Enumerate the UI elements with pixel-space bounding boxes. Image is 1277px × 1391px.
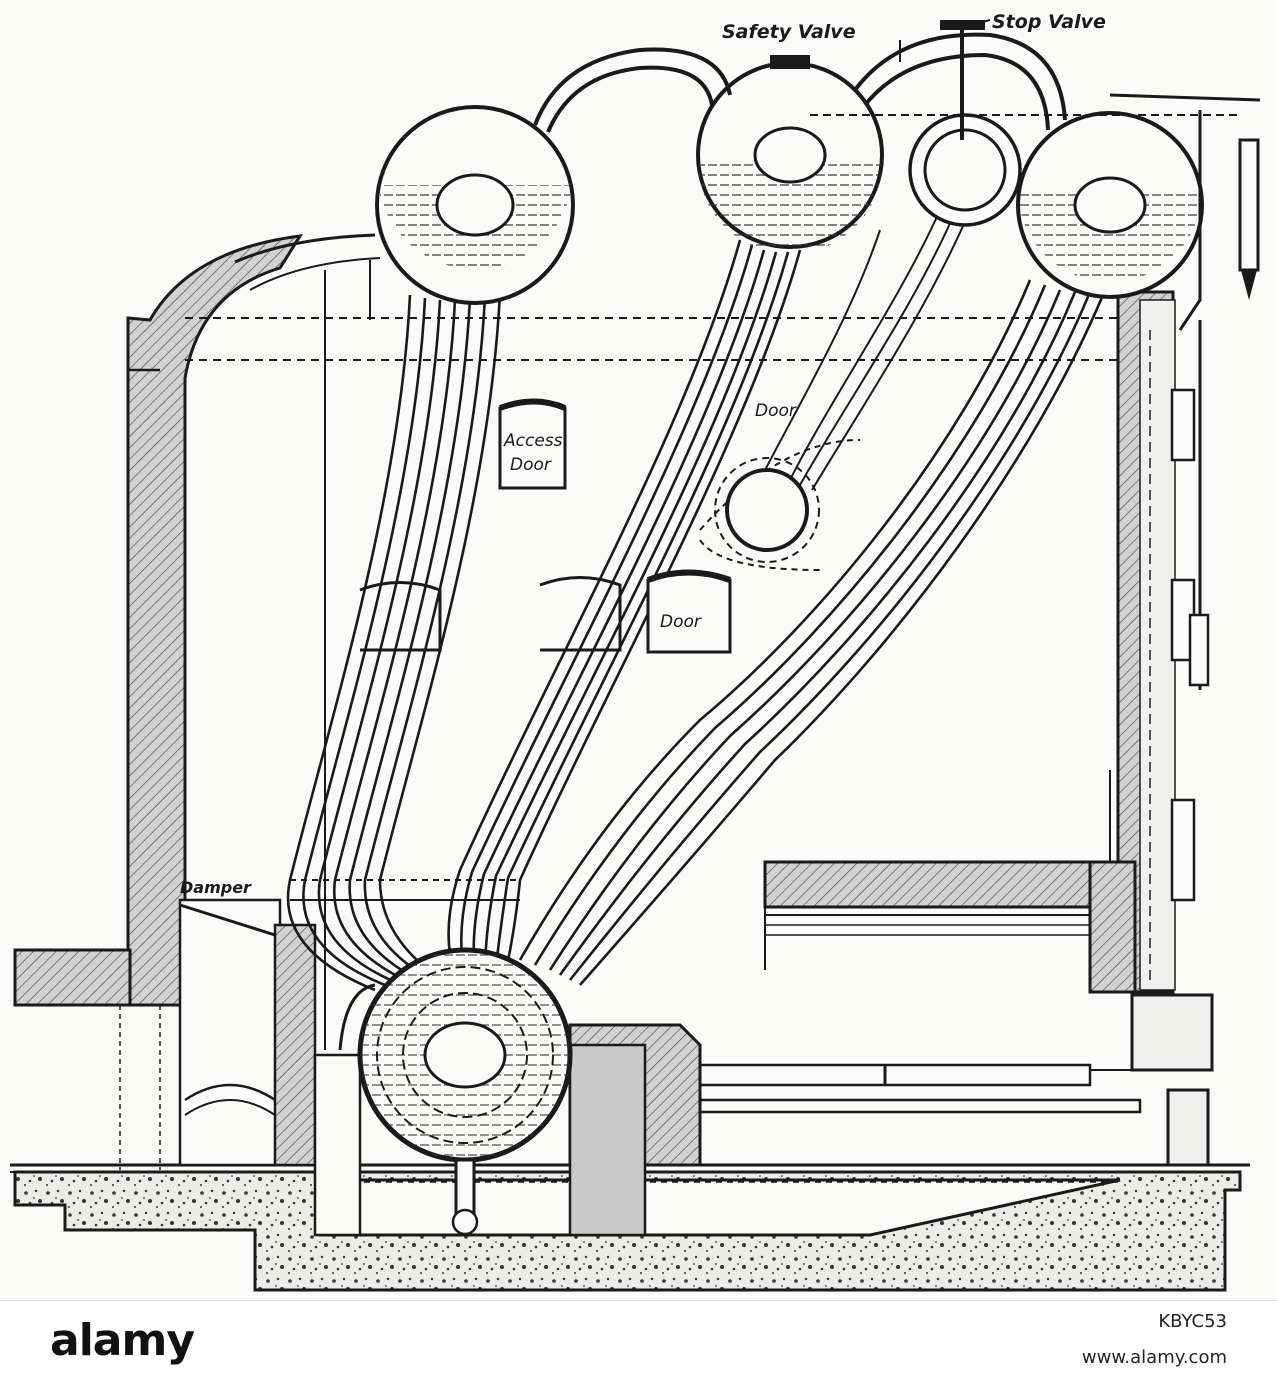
watermark-footer: alamy KBYC53 www.alamy.com bbox=[0, 1300, 1277, 1391]
brand-logo: alamy bbox=[50, 1315, 195, 1366]
valves bbox=[770, 19, 991, 140]
site-url: www.alamy.com bbox=[1081, 1347, 1227, 1368]
safety-valve-label: Safety Valve bbox=[722, 21, 856, 43]
stop-valve-label: Stop Valve bbox=[992, 11, 1106, 33]
tube-bank-rear bbox=[286, 291, 502, 992]
tube-bank-front bbox=[518, 279, 1107, 986]
door-lower bbox=[646, 569, 732, 654]
baffle-wall bbox=[273, 923, 317, 1167]
door-upper-label: Door bbox=[755, 401, 797, 421]
bridge-wall bbox=[313, 1023, 702, 1237]
grate bbox=[698, 1063, 1142, 1114]
circulating-tubes bbox=[759, 209, 971, 491]
access-door-label-line2: Door bbox=[510, 455, 552, 475]
front-wall bbox=[1116, 290, 1214, 1167]
firebox bbox=[763, 770, 1137, 994]
diagram-area: Safety Valve Stop Valve Access Door Door… bbox=[10, 11, 1261, 1292]
side-doors bbox=[359, 576, 622, 652]
door-lower-label: Door bbox=[660, 612, 702, 632]
water-column bbox=[1109, 93, 1261, 687]
intermediate-drum bbox=[714, 457, 820, 563]
flue-wall bbox=[13, 233, 381, 1007]
access-door bbox=[498, 398, 567, 490]
boiler-cross-section: Safety Valve Stop Valve Access Door Door… bbox=[10, 11, 1261, 1292]
setting-outlines bbox=[185, 260, 1120, 1050]
image-id: KBYC53 bbox=[1158, 1311, 1227, 1332]
steam-drums bbox=[375, 61, 1204, 305]
tube-bank-middle bbox=[447, 239, 802, 976]
damper-label: Damper bbox=[180, 878, 252, 897]
steam-pipes bbox=[533, 32, 1240, 331]
damper-passage bbox=[119, 898, 282, 1170]
mud-drum bbox=[338, 947, 573, 1236]
access-door-label-line1: Access bbox=[503, 431, 563, 451]
